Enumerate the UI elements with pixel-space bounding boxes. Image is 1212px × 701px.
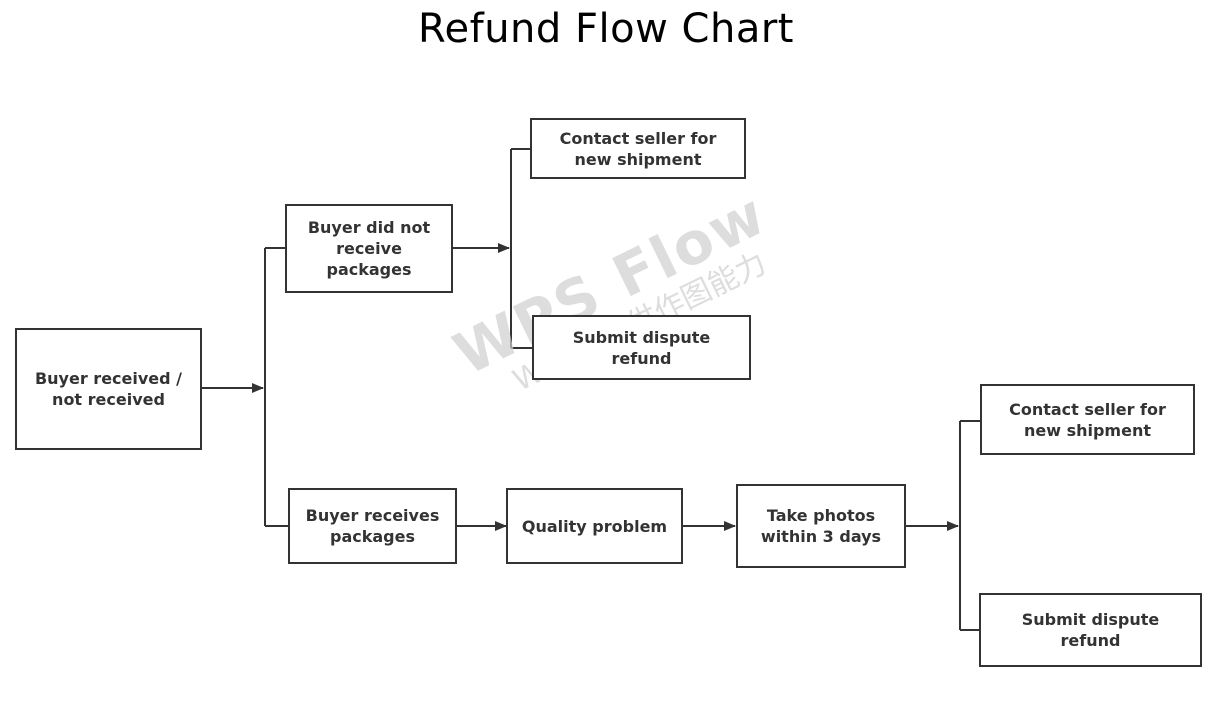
chart-title: Refund Flow Chart [418,6,794,52]
node-start-label: Buyer received / not received [34,369,183,409]
node-quality-problem: Quality problem [506,488,683,564]
node-received-label: Buyer receives packages [305,506,440,546]
node-submit-dispute-2-label: Submit dispute refund [1021,610,1160,650]
node-start: Buyer received / not received [15,328,202,450]
node-not-received-label: Buyer did not receive packages [307,218,431,279]
node-not-received: Buyer did not receive packages [285,204,453,293]
node-take-photos-label: Take photos within 3 days [760,506,882,546]
node-submit-dispute-2: Submit dispute refund [979,593,1202,667]
node-contact-seller-2: Contact seller for new shipment [980,384,1195,455]
node-received: Buyer receives packages [288,488,457,564]
node-submit-dispute-1: Submit dispute refund [532,315,751,380]
node-contact-seller-1-label: Contact seller for new shipment [559,128,717,169]
node-contact-seller-1: Contact seller for new shipment [530,118,746,179]
node-submit-dispute-1-label: Submit dispute refund [572,327,711,368]
node-quality-problem-label: Quality problem [521,516,668,536]
node-contact-seller-2-label: Contact seller for new shipment [1009,399,1166,440]
node-take-photos: Take photos within 3 days [736,484,906,568]
